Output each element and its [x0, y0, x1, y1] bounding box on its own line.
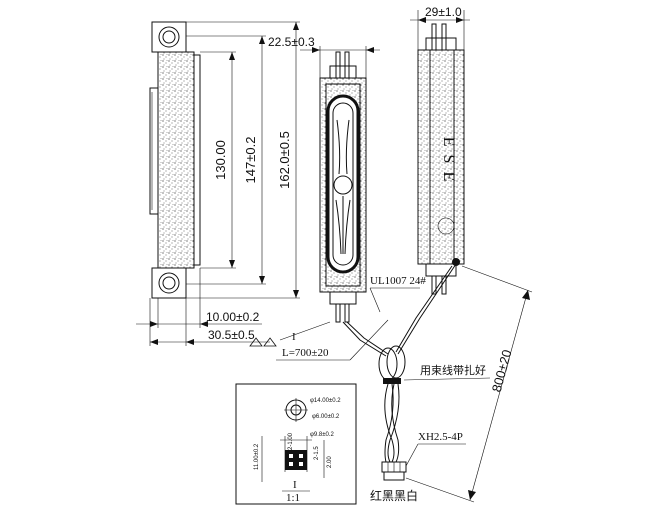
- detail-pin-block: [285, 450, 307, 470]
- top-mount-hole-outer: [158, 26, 180, 48]
- horizontal-dimensions: [136, 268, 277, 347]
- detail-dim-7: 2.00: [327, 456, 333, 468]
- wire-harness: [342, 263, 457, 481]
- speaker-cone-outer: [326, 94, 360, 274]
- side-view: [149, 21, 201, 299]
- connector-label: XH2.5-4P: [418, 431, 463, 443]
- front-view: [319, 51, 367, 323]
- detail-frame: [235, 383, 357, 505]
- bottom-mount-hole-inner: [162, 276, 176, 290]
- dim-147: 147±0.2: [243, 137, 258, 184]
- wire-type-label: UL1007 24#: [370, 275, 426, 287]
- dim-130: 130.00: [213, 140, 228, 180]
- detail-dim-2: φ6.00±0.2: [312, 414, 340, 420]
- dim-width-top: 29±1.0: [425, 5, 462, 19]
- cert-mark: [437, 217, 455, 235]
- front-baffle: [325, 83, 361, 287]
- right-foam-frame: [417, 49, 465, 265]
- side-foam-body: [157, 51, 195, 269]
- cable-length-label: L=700±20: [282, 347, 329, 359]
- speaker-cone-inner: [332, 102, 354, 266]
- detail-view: [235, 383, 357, 505]
- detail-dim-6: 11.00±0.2: [254, 443, 260, 470]
- dim-depth: 22.5±0.3: [268, 35, 315, 49]
- section-mark: I: [292, 331, 296, 343]
- dim-lead-length: 800±20: [489, 348, 515, 394]
- detail-dim-4: 2-1.00: [288, 432, 294, 450]
- bottom-mount-ear: [151, 267, 187, 299]
- vertical-dimensions: [186, 21, 300, 299]
- tie-note: 用束线带扎好: [420, 363, 486, 377]
- detail-dim-5: 2-1.5: [314, 446, 320, 460]
- wire-colors-label: 红黑黑白: [370, 488, 418, 503]
- detail-dim-1: φ14.00±0.2: [310, 398, 341, 404]
- cable-tie: [383, 378, 401, 384]
- side-back-plate: [149, 87, 159, 215]
- right-view: [417, 23, 465, 295]
- brand-label: E S E: [440, 137, 457, 183]
- dim-side-width: 30.5±0.5: [208, 328, 255, 342]
- dim-thickness: 10.00±0.2: [206, 310, 260, 324]
- detail-scale: 1:1: [286, 492, 300, 504]
- detail-dim-3: φ9.8±0.2: [310, 432, 335, 438]
- bottom-mount-hole-outer: [158, 272, 180, 294]
- dim-162: 162.0±0.5: [277, 131, 292, 189]
- side-frame: [193, 54, 201, 266]
- top-mount-hole-inner: [162, 30, 176, 44]
- dust-cap: [333, 175, 353, 195]
- detail-mark: I: [293, 479, 297, 491]
